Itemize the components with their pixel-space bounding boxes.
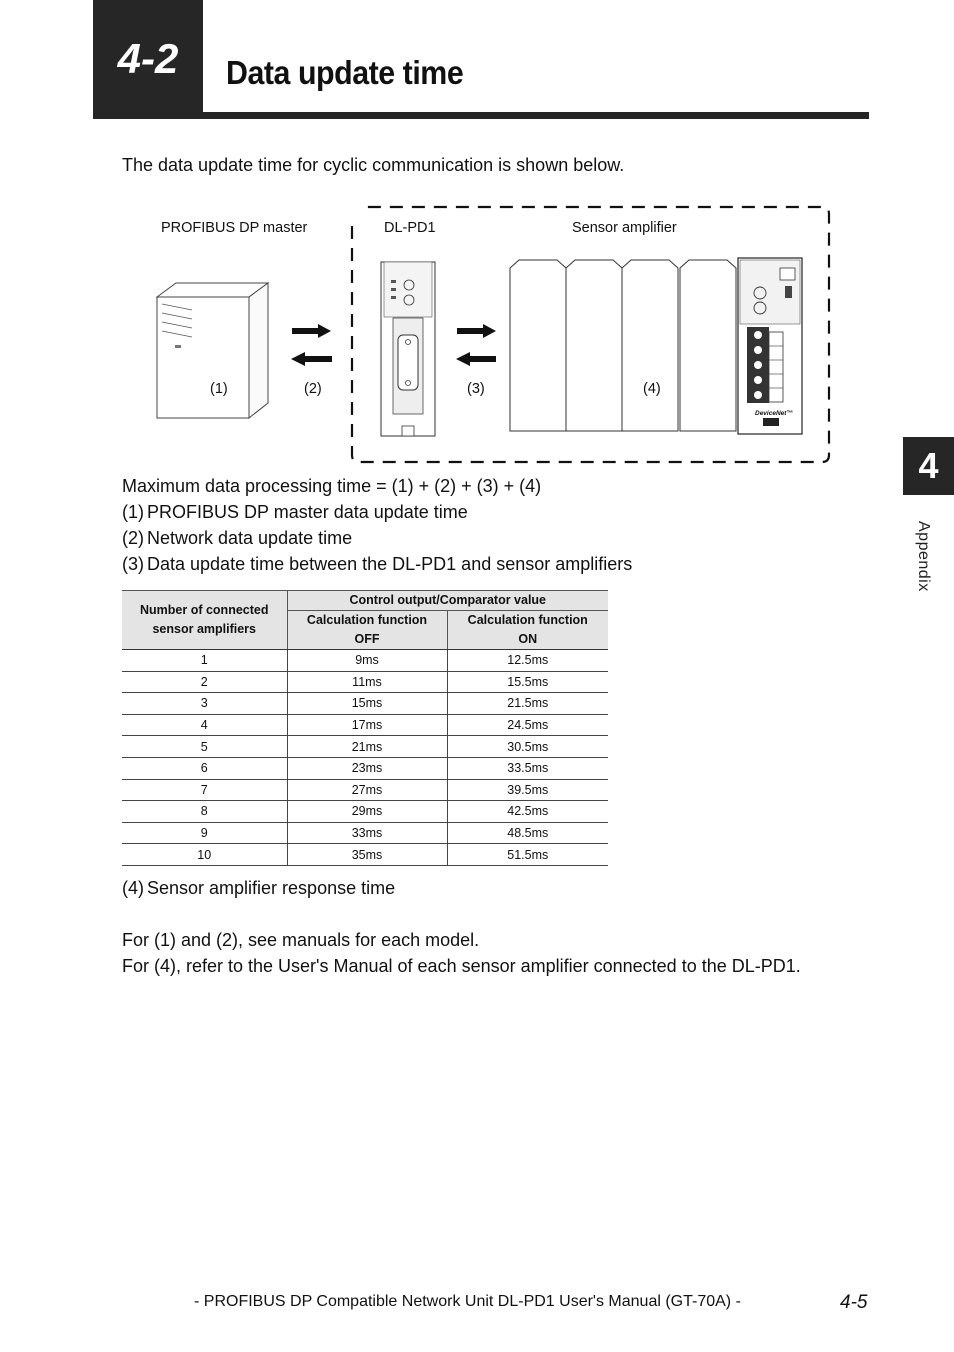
cell-sensor-count: 3 xyxy=(122,692,287,715)
dashed-enclosure xyxy=(350,205,831,464)
cell-sensor-count: 2 xyxy=(122,671,287,694)
page-number: 4-5 xyxy=(840,1292,868,1313)
note-2: For (4), refer to the User's Manual of e… xyxy=(122,956,801,976)
col-header-calc-off: Calculation function OFF xyxy=(287,610,448,650)
item-text: PROFIBUS DP master data update time xyxy=(147,502,468,522)
intro-text: The data update time for cyclic communic… xyxy=(122,155,625,175)
marker-4: (4) xyxy=(643,381,661,397)
devicenet-unit-icon xyxy=(737,257,803,435)
cell-calc-on: 48.5ms xyxy=(446,822,608,845)
cell-sensor-count: 10 xyxy=(122,843,287,866)
col-header-calc-on: Calculation function ON xyxy=(446,610,608,650)
formula-item-3: (3)Data update time between the DL-PD1 a… xyxy=(122,551,632,577)
chapter-label: Appendix xyxy=(915,521,932,592)
page-title: Data update time xyxy=(226,54,464,91)
note-1: For (1) and (2), see manuals for each mo… xyxy=(122,930,480,950)
cell-calc-off: 33ms xyxy=(286,822,447,845)
cell-calc-on: 51.5ms xyxy=(446,843,608,866)
formula-max-time: Maximum data processing time = (1) + (2)… xyxy=(122,476,542,496)
formula-item-2: (2)Network data update time xyxy=(122,525,352,551)
cell-calc-on: 33.5ms xyxy=(446,757,608,780)
section-number-box: 4-2 xyxy=(93,0,203,118)
col-header-sensor-count: Number of connected sensor amplifiers xyxy=(122,590,288,650)
cell-calc-on: 15.5ms xyxy=(446,671,608,694)
cell-sensor-count: 7 xyxy=(122,779,287,802)
devicenet-mark: DeviceNet™ xyxy=(755,410,793,417)
label-sensor-amplifier: Sensor amplifier xyxy=(572,220,677,236)
cell-sensor-count: 4 xyxy=(122,714,287,737)
cell-calc-off: 17ms xyxy=(286,714,447,737)
cell-sensor-count: 9 xyxy=(122,822,287,845)
item-text: Network data update time xyxy=(147,528,353,548)
update-time-table: Number of connected sensor amplifiers Co… xyxy=(122,590,608,866)
title-rule xyxy=(93,112,869,119)
pc-tower-icon xyxy=(155,282,270,420)
chapter-tab: 4 xyxy=(903,437,954,495)
cell-calc-on: 30.5ms xyxy=(446,735,608,758)
cell-sensor-count: 8 xyxy=(122,800,287,823)
cell-calc-off: 29ms xyxy=(286,800,447,823)
item-number: (1) xyxy=(122,502,144,522)
item-4: (4)Sensor amplifier response time xyxy=(122,875,395,901)
item-text: Sensor amplifier response time xyxy=(147,878,396,898)
cell-calc-on: 39.5ms xyxy=(446,779,608,802)
col-group-header: Control output/Comparator value xyxy=(286,590,608,611)
item-text: Data update time between the DL-PD1 and … xyxy=(147,554,633,574)
chapter-number: 4 xyxy=(918,445,939,486)
dl-pd1-module-icon xyxy=(380,261,436,437)
item-number: (4) xyxy=(122,878,144,898)
arrows-master-network xyxy=(291,324,332,366)
footer-manual-title: - PROFIBUS DP Compatible Network Unit DL… xyxy=(194,1293,741,1310)
system-diagram: DeviceNet™ xyxy=(155,205,831,464)
formula-item-1: (1)PROFIBUS DP master data update time xyxy=(122,499,468,525)
sensor-amplifier-panels-icon xyxy=(509,259,737,432)
cell-calc-on: 42.5ms xyxy=(446,800,608,823)
marker-3: (3) xyxy=(467,381,485,397)
marker-1: (1) xyxy=(210,381,228,397)
cell-calc-off: 21ms xyxy=(286,735,447,758)
cell-sensor-count: 6 xyxy=(122,757,287,780)
cell-calc-off: 27ms xyxy=(286,779,447,802)
cell-sensor-count: 5 xyxy=(122,735,287,758)
label-profibus-master: PROFIBUS DP master xyxy=(161,220,308,236)
cell-sensor-count: 1 xyxy=(122,649,287,672)
cell-calc-off: 15ms xyxy=(286,692,447,715)
cell-calc-on: 12.5ms xyxy=(446,649,608,672)
cell-calc-off: 35ms xyxy=(286,843,447,866)
cell-calc-off: 9ms xyxy=(286,649,447,672)
cell-calc-off: 11ms xyxy=(286,671,447,694)
label-dl-pd1: DL-PD1 xyxy=(384,220,436,236)
item-number: (2) xyxy=(122,528,144,548)
arrows-dlpd1-sensor xyxy=(456,324,496,366)
section-number: 4-2 xyxy=(117,35,179,82)
cell-calc-on: 21.5ms xyxy=(446,692,608,715)
cell-calc-off: 23ms xyxy=(286,757,447,780)
marker-2: (2) xyxy=(304,381,322,397)
item-number: (3) xyxy=(122,554,144,574)
cell-calc-on: 24.5ms xyxy=(446,714,608,737)
